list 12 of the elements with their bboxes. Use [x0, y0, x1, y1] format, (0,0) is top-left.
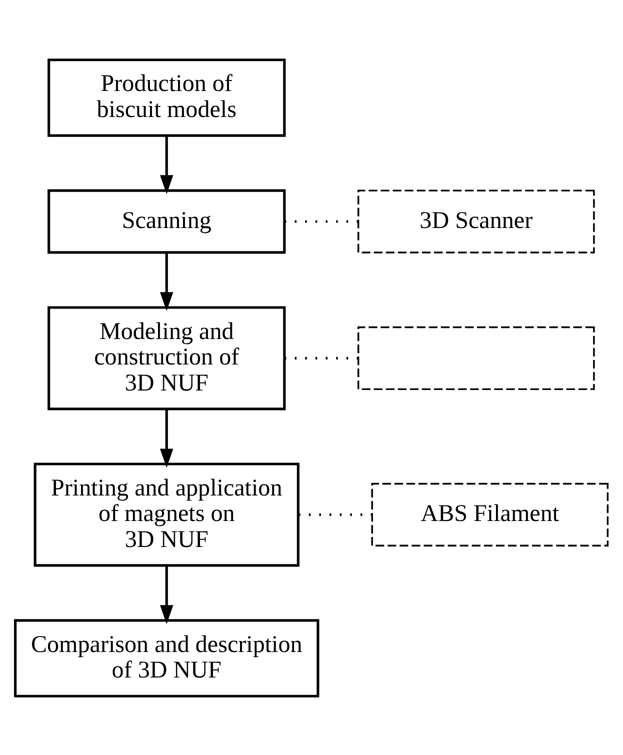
node-box — [358, 326, 595, 390]
arrow — [160, 564, 174, 624]
node-box: Production of biscuit models — [48, 58, 286, 136]
arrow — [160, 252, 174, 311]
node-box: 3D Scanner — [358, 189, 595, 253]
node-box: Modeling and construction of 3D NUF — [48, 306, 286, 410]
node-box: Comparison and description of 3D NUF — [14, 618, 320, 697]
arrow — [160, 408, 174, 468]
node-box: Printing and application of magnets on 3D NUF — [34, 462, 300, 566]
node-box: ABS Filament — [371, 482, 609, 546]
arrow — [160, 135, 174, 194]
node-box: Scanning — [48, 188, 286, 254]
